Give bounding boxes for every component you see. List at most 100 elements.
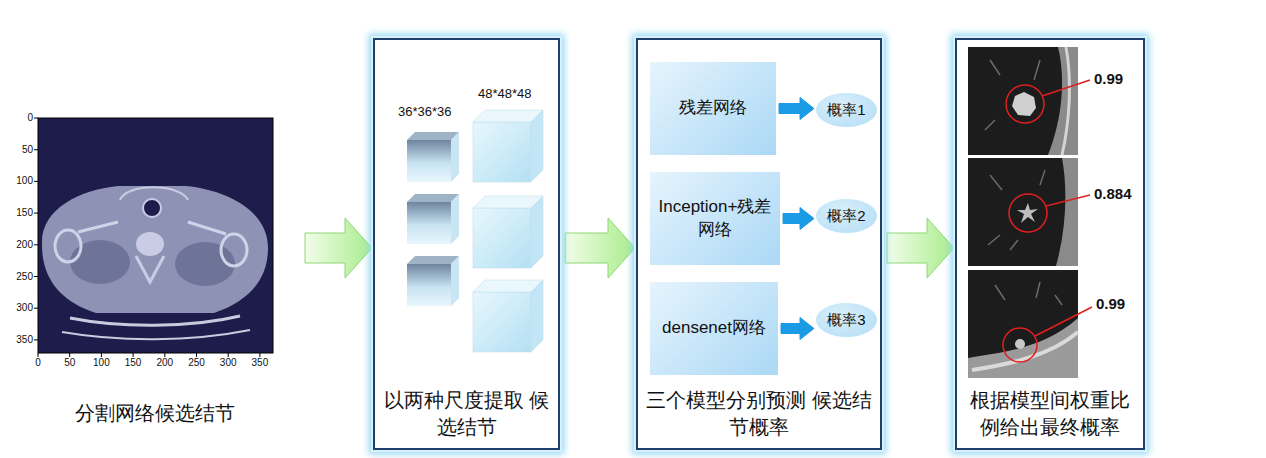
model-name: densenet网络 [662,317,766,340]
cube-face [473,122,531,182]
small-cubes [407,132,459,306]
nodule-crop [968,158,1090,266]
body-section [42,186,268,313]
cube-face [407,256,459,264]
axis-tick-label: 150 [0,207,33,218]
scanner-table [70,316,240,325]
model-box: densenet网络 [650,282,778,375]
axis-tick-label: 150 [118,357,148,368]
model-box: Inception+残差 网络 [650,172,780,265]
cube-face [473,292,531,352]
probability-label: 概率2 [827,207,865,225]
dimension-label: 36*36*36 [398,104,452,119]
stage-caption: 三个模型分别预测 候选结节概率 [646,387,872,440]
scanner-table [62,330,250,339]
probability-label: 概率3 [827,311,865,329]
axis-tick-label: 100 [86,357,116,368]
nodule-crop [968,47,1090,155]
stage-flow-arrow [887,218,954,278]
vessel [985,60,1040,130]
axis-tick-label: 100 [0,175,33,186]
axis-tick-label: 350 [245,357,275,368]
model-output-arrow [779,98,814,120]
shoulder-bone [221,234,247,266]
probability-ellipse: 概率3 [816,303,877,337]
model-box: 残差网络 [650,62,776,155]
axis-tick-label: 50 [55,357,85,368]
rib [1062,47,1069,155]
ct-crop [968,47,1078,155]
chest-wall [1056,158,1078,266]
stage-caption: 根据模型间权重比 例给出最终概率 [965,387,1135,440]
spine-process [136,256,164,282]
axis-tick-label: 50 [0,144,33,155]
chest-wall [1048,47,1078,155]
stage-panel: 三个模型分别预测 候选结节概率 残差网络 概率1Inception+残差 网络 概率2… [636,38,882,450]
cube-face [451,256,459,306]
stage-caption: 分割网络候选结节 [75,400,235,426]
probability-value: 0.884 [1094,185,1132,202]
cube-face [407,132,459,140]
model-output-arrow [783,208,814,230]
muscle-region [70,240,130,284]
probability-value: 0.99 [1096,295,1125,312]
axis-tick-label: 250 [182,357,212,368]
rib [972,332,1078,370]
vessel [988,170,1045,250]
nodule [1017,203,1038,223]
nodule [1012,92,1036,116]
shoulder-bone [55,230,81,262]
axis-tick-label: 200 [0,239,33,250]
tube-arc [120,187,188,200]
probability-label: 概率1 [827,101,865,119]
stage-caption: 以两种尺度提取 候选结节 [383,387,550,440]
stage-panel: 以两种尺度提取 候选结节 [373,38,560,450]
axis-tick-label: 300 [0,302,33,313]
model-name: Inception+残差 网络 [656,196,774,242]
ct-crop [968,270,1078,378]
stage-panel: 根据模型间权重比 例给出最终概率 [955,38,1145,450]
vessel [995,282,1062,305]
axis-tick-label: 350 [0,334,33,345]
cube-face [451,194,459,244]
cube-face [407,194,459,202]
probability-ellipse: 概率1 [816,93,877,127]
trachea [143,199,161,217]
ct-scan-plot [34,118,273,357]
nodule-marker [1006,85,1044,123]
stage-flow-arrow [305,218,372,278]
clavicle [78,222,226,234]
cube-face [407,140,451,182]
leader-line [1035,307,1092,336]
leader-line [1046,195,1090,206]
cube-face [407,264,451,306]
axis-tick-label: 250 [0,271,33,282]
axis-tick-label: 200 [150,357,180,368]
leader-line [1042,80,1090,96]
probability-value: 0.99 [1094,70,1123,87]
axis-tick-label: 300 [213,357,243,368]
dimension-label: 48*48*48 [478,86,532,101]
chest-wall [968,318,1078,378]
nodule-crop [968,270,1092,378]
ct-crop [968,158,1078,266]
cube-face [451,132,459,182]
nodule-marker [1003,328,1037,362]
nodule [1015,339,1025,349]
stage-flow-arrow [565,218,635,278]
axis-tick-label: 0 [0,112,33,123]
plot-area [38,118,273,353]
cube-face [531,196,543,268]
cube-face [531,280,543,352]
probability-ellipse: 概率2 [816,199,877,233]
cube-face [407,202,451,244]
cube-face [531,110,543,182]
model-name: 残差网络 [679,97,747,120]
model-output-arrow [781,318,814,340]
cube-face [473,208,531,268]
axis-tick-label: 0 [23,357,53,368]
large-cubes [473,110,543,352]
axis-ticks [34,118,260,357]
nodule-marker [1009,194,1047,232]
